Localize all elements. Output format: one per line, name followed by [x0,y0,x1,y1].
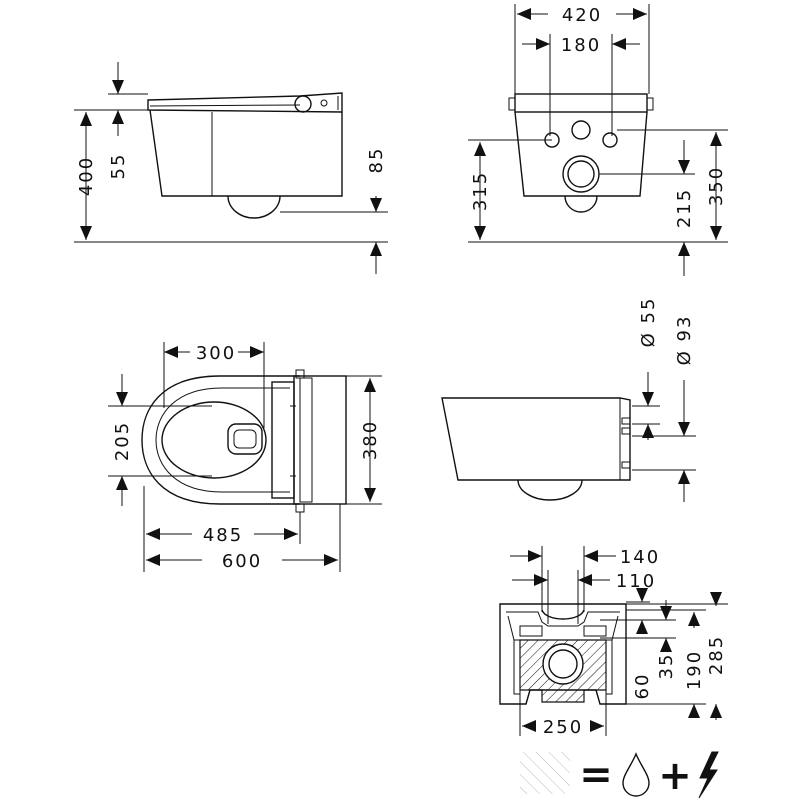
dim-180: 180 [561,35,601,56]
dim-dia55: Ø 55 [638,297,659,348]
dim-485: 485 [203,525,243,546]
dim-60: 60 [632,673,653,700]
dim-35: 35 [656,653,677,680]
dim-dia93: Ø 93 [674,315,695,366]
dim-215: 215 [674,188,695,228]
dim-315: 315 [470,171,491,211]
dim-420: 420 [562,5,602,26]
dim-140: 140 [620,547,660,568]
legend-plus: + [658,753,692,799]
hatch-swatch [520,752,570,794]
dim-300: 300 [196,343,236,364]
connection-side-view: Ø 55 Ø 93 [441,297,696,502]
frame-view: 140 110 35 60 190 [499,546,728,738]
legend: = + [520,751,719,799]
legend-equals: = [579,752,613,798]
lightning-bolt-icon [698,751,719,799]
dim-205: 205 [112,421,133,461]
water-drop-icon [622,752,650,797]
side-view: 400 55 85 [74,62,388,274]
dim-285: 285 [706,635,727,675]
dim-350: 350 [706,166,727,206]
dim-380: 380 [360,420,381,460]
dim-250: 250 [543,717,583,738]
dim-85: 85 [366,147,387,174]
front-view: 420 180 315 215 350 [468,4,728,276]
dim-55: 55 [108,153,129,180]
dim-400: 400 [76,156,97,196]
dim-110: 110 [616,571,656,592]
dim-600: 600 [222,551,262,572]
dim-190: 190 [684,650,705,690]
top-view: 300 205 380 485 600 [108,342,382,572]
